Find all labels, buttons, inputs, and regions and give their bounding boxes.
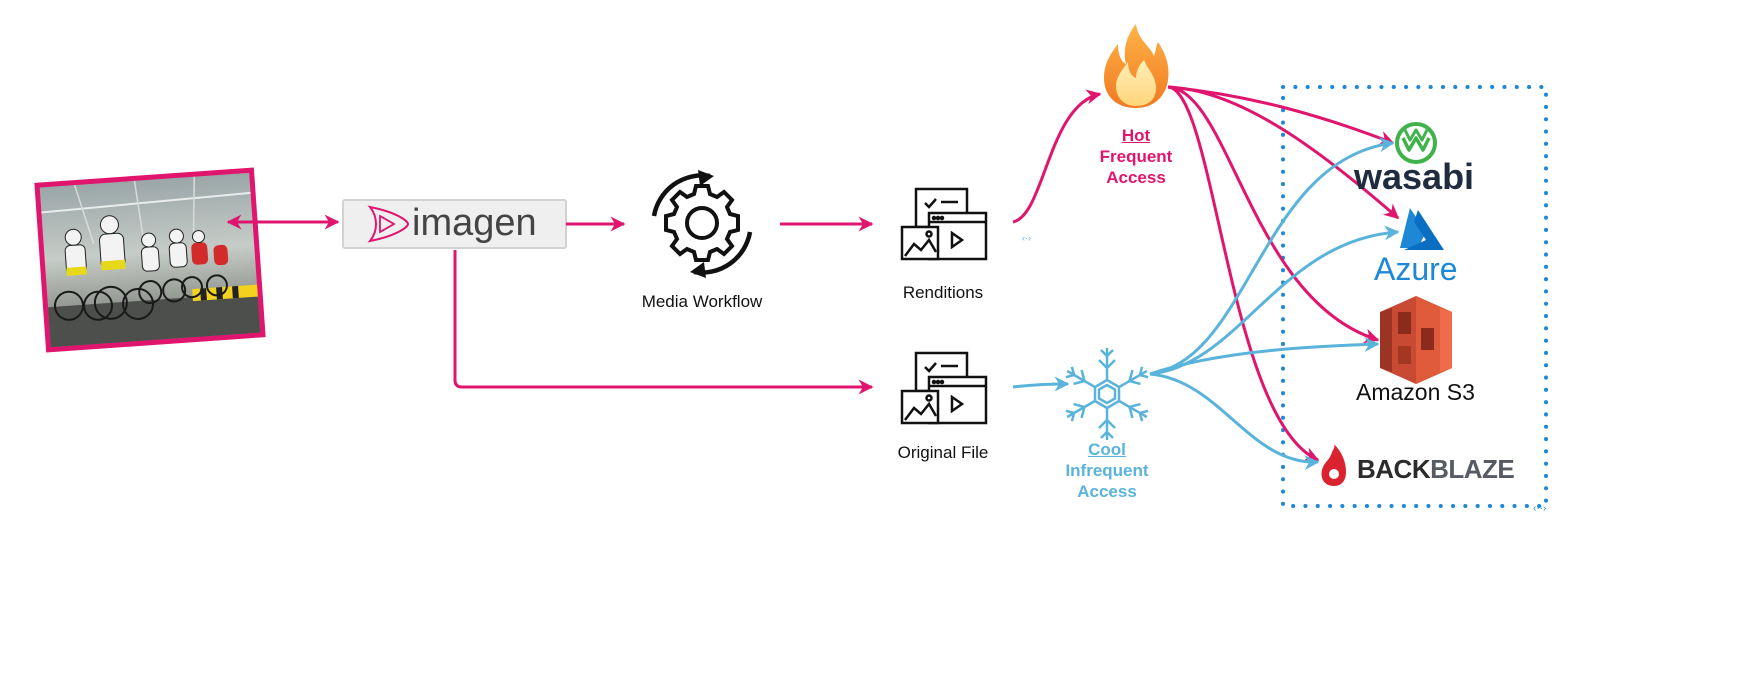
- flame-icon: [1104, 24, 1169, 108]
- cool-backblaze-arrow: [1149, 372, 1320, 471]
- gear-icon: [651, 170, 753, 278]
- original-cool-arrow: [1012, 376, 1070, 392]
- imagen-play-icon: [367, 205, 410, 243]
- backblaze-logo-icon: [1321, 444, 1346, 486]
- cyclists-photo: [34, 167, 266, 353]
- hot-backblaze-arrow: [1167, 85, 1320, 462]
- hot-s3-arrow: [1167, 85, 1380, 344]
- original-file-label: Original File: [897, 443, 989, 462]
- backblaze-wordmark-back: BACK: [1357, 454, 1431, 484]
- cool-s3-arrow: [1149, 336, 1380, 376]
- cloud-providers-group: [1281, 85, 1548, 508]
- cool-tier-line2: Access: [1077, 482, 1137, 501]
- media-workflow-label: Media Workflow: [641, 292, 763, 311]
- backblaze-wordmark: BACKBLAZE: [1357, 453, 1515, 485]
- cool-access-label: Cool Infrequent Access: [1047, 439, 1167, 502]
- azure-logo-icon: [1400, 208, 1444, 250]
- hot-wasabi-arrow: [1167, 85, 1395, 146]
- renditions-media-icon: [900, 187, 988, 261]
- cool-tier-line1: Infrequent: [1065, 461, 1149, 480]
- renditions-hot-arrow: [1012, 89, 1102, 224]
- snowflake-icon: [1061, 348, 1153, 442]
- renditions-label: Renditions: [902, 283, 984, 302]
- hot-azure-arrow: [1167, 85, 1400, 220]
- imagen-label: imagen: [412, 202, 537, 244]
- backblaze-wordmark-blaze: BLAZE: [1430, 454, 1515, 484]
- hot-tier-line1: Frequent: [1099, 147, 1173, 166]
- connector-handle-icon: ‹·›: [1022, 233, 1031, 243]
- cool-wasabi-arrow: [1149, 137, 1395, 376]
- hot-tier-title: Hot: [1121, 126, 1151, 145]
- group-handle-icon: ‹··›: [1533, 503, 1546, 514]
- amazon-s3-logo-icon: [1380, 296, 1452, 384]
- wasabi-wordmark: wasabi: [1354, 156, 1475, 197]
- cool-azure-arrow: [1149, 225, 1400, 376]
- original-file-media-icon: [900, 351, 988, 425]
- imagen-box: [342, 199, 567, 249]
- cool-tier-title: Cool: [1088, 440, 1126, 459]
- imagen-original-arrow: [453, 250, 874, 395]
- azure-wordmark: Azure: [1374, 251, 1458, 287]
- hot-tier-line2: Access: [1106, 168, 1166, 187]
- wasabi-logo-icon: [1395, 122, 1437, 164]
- hot-access-label: Hot Frequent Access: [1076, 125, 1196, 188]
- amazon-s3-wordmark: Amazon S3: [1356, 379, 1475, 405]
